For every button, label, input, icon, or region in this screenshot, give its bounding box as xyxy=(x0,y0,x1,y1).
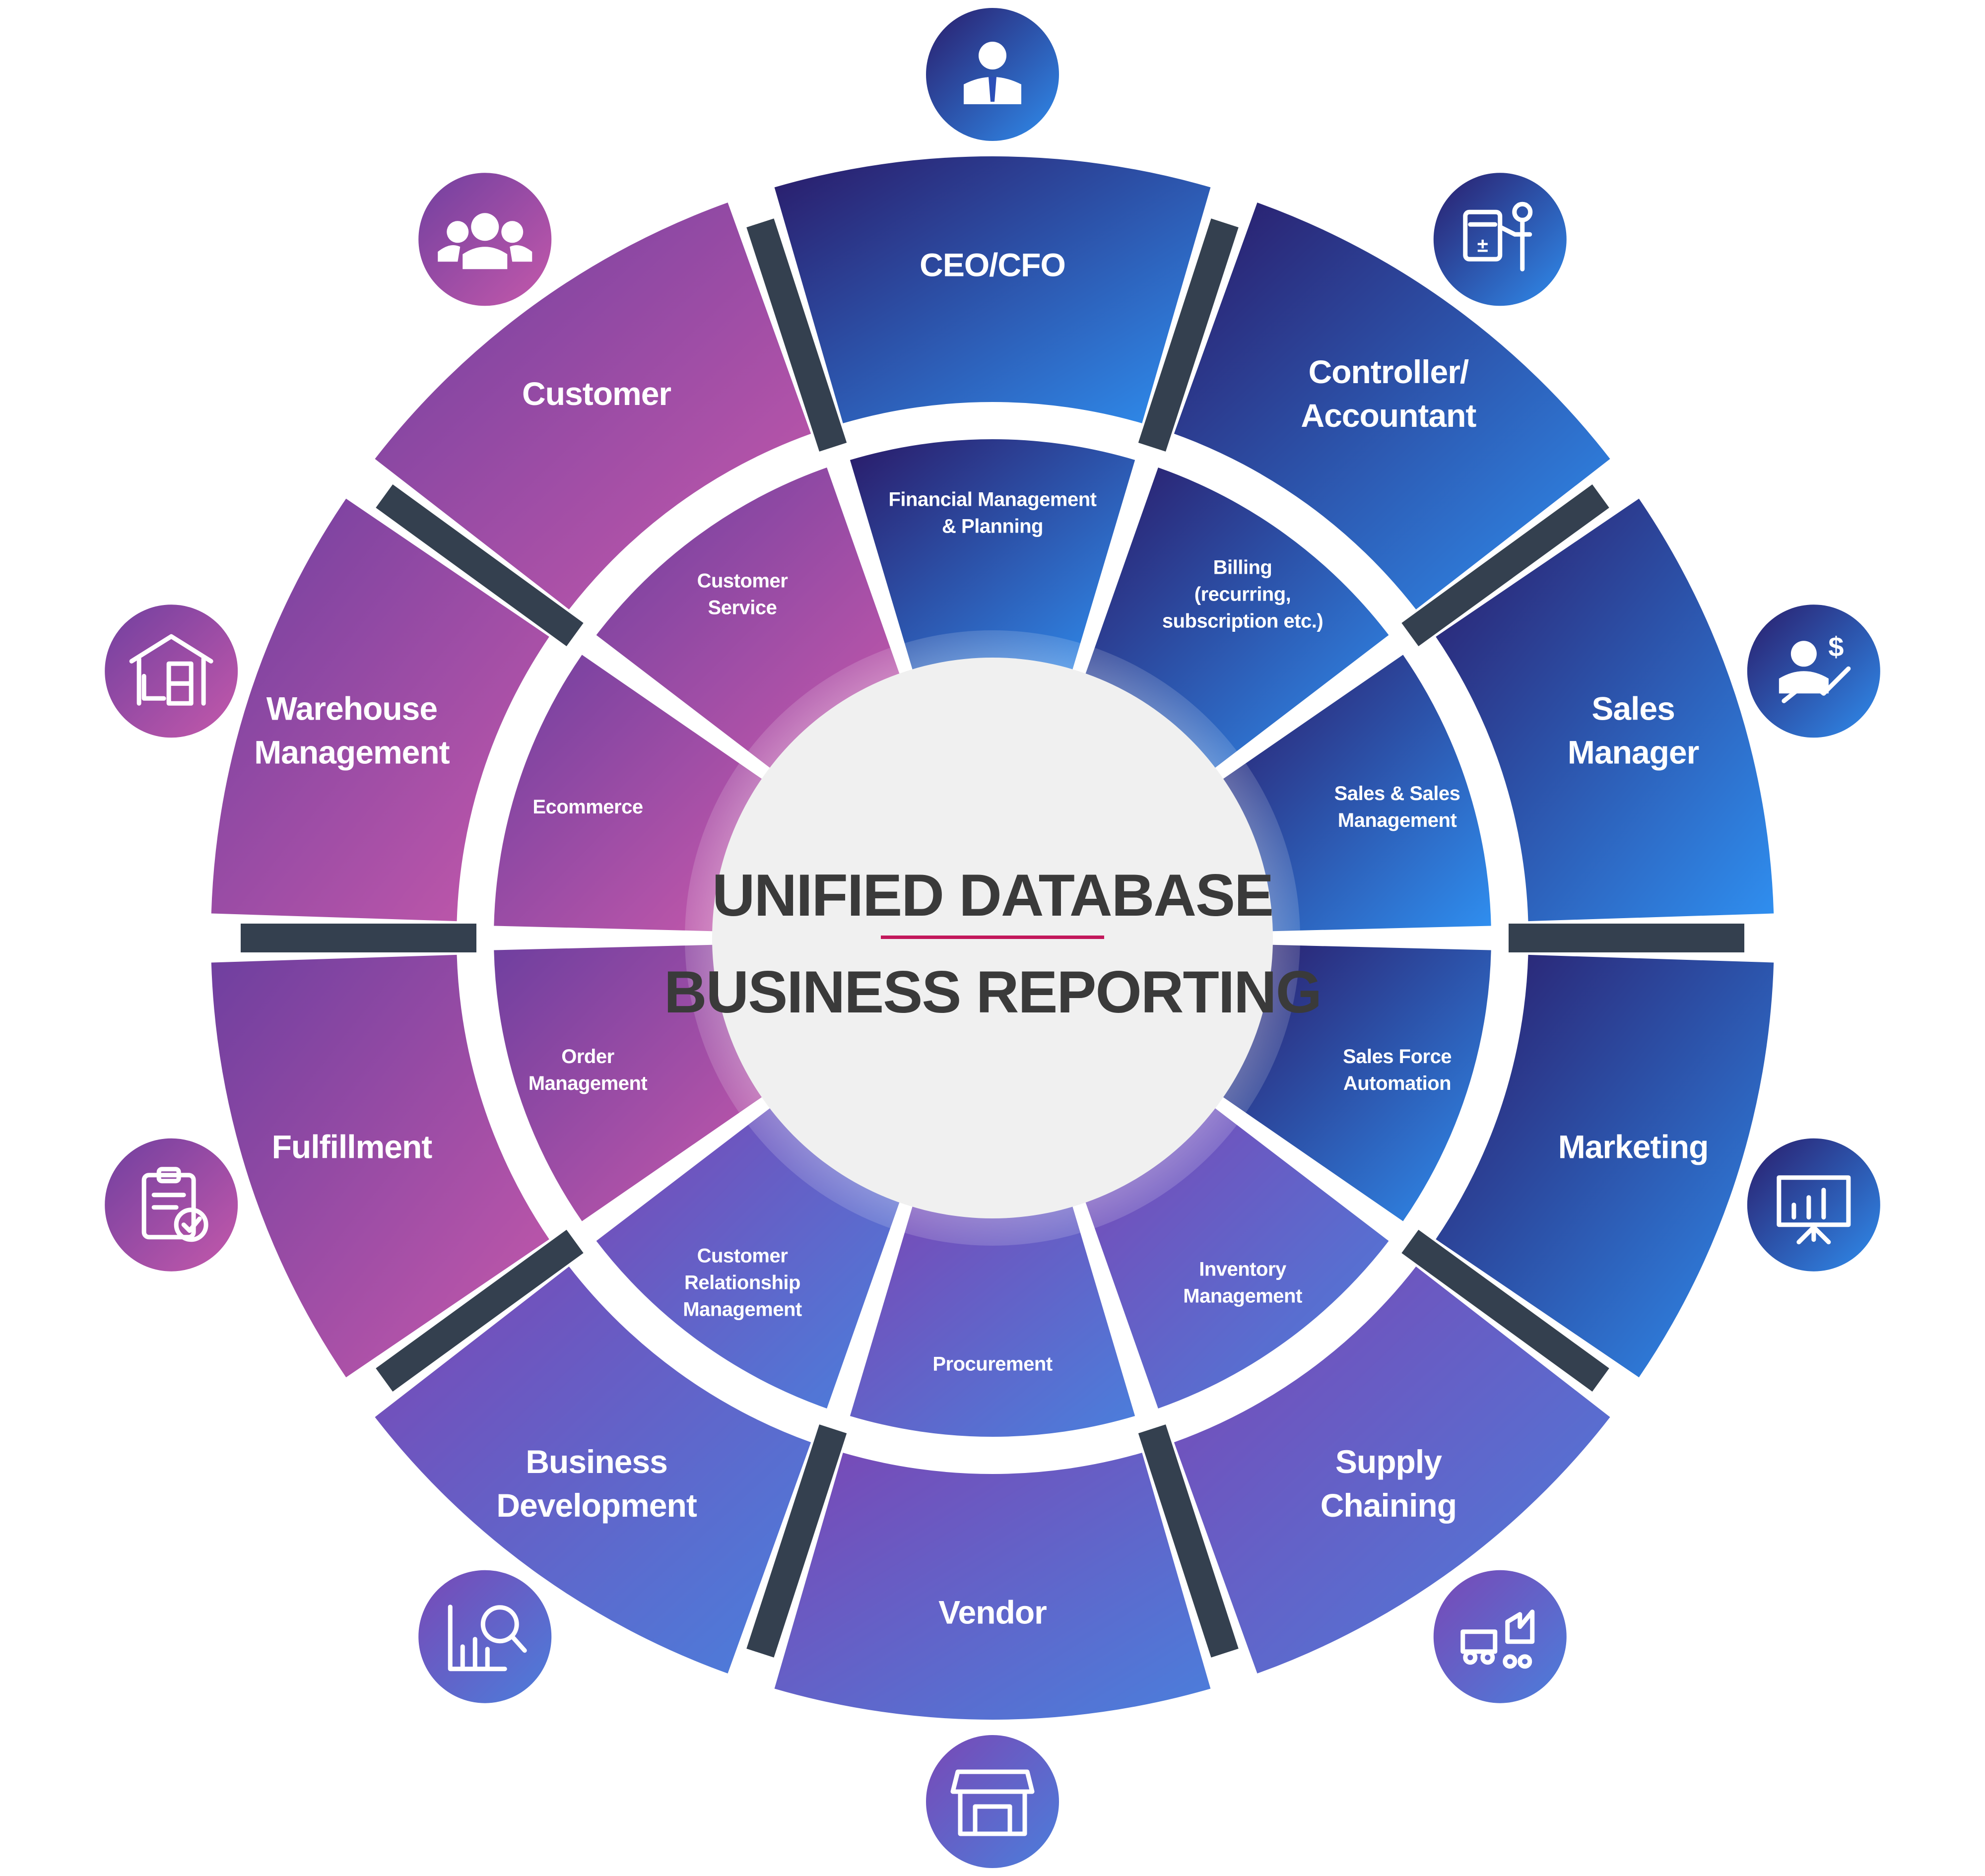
outer-segment-warehouse-management-label: Management xyxy=(254,734,450,771)
outer-segment-fulfillment-label: Fulfillment xyxy=(272,1128,433,1165)
outer-segment-sales-manager-shape xyxy=(1436,498,1774,922)
inner-segment-financial-management-planning-label: Financial Management xyxy=(889,489,1097,511)
outer-segment-business-development-label: Business xyxy=(526,1443,667,1480)
customers-group-icon xyxy=(412,167,558,312)
inner-segment-financial-management-planning: Financial Management & Planning xyxy=(850,439,1135,672)
outer-segment-marketing: Marketing xyxy=(1436,954,1774,1378)
inner-segment-customer-service-label: Customer xyxy=(697,570,788,592)
icon-badges: ±$ xyxy=(99,2,1886,1874)
icon-badge-circle xyxy=(99,599,244,744)
outer-segment-ceo-cfo-label: CEO/CFO xyxy=(920,247,1065,283)
outer-segment-vendor: Vendor xyxy=(774,1453,1211,1720)
outer-segment-vendor-shape xyxy=(774,1453,1211,1720)
center-divider xyxy=(881,936,1104,939)
outer-segment-customer: Customer xyxy=(375,202,811,610)
icon-badge-circle xyxy=(99,1132,244,1277)
inner-segment-sales-force-automation-label: Sales Force xyxy=(1343,1046,1452,1068)
warehouse-icon xyxy=(99,599,244,744)
svg-text:$: $ xyxy=(1828,631,1844,662)
outer-segment-ceo-cfo-shape xyxy=(774,156,1211,423)
outer-ring: CEO/CFO Controller/AccountantSalesManager… xyxy=(211,156,1774,1720)
separator-bar xyxy=(376,1229,584,1392)
icon-badge-circle xyxy=(920,2,1065,147)
inner-segment-sales-sales-management-label: Sales & Sales xyxy=(1334,783,1460,804)
inner-segment-sales-force-automation-label: Automation xyxy=(1343,1072,1451,1094)
outer-segment-customer-shape xyxy=(375,202,811,610)
center-title-line1: UNIFIED DATABASE xyxy=(712,862,1273,929)
outer-segment-fulfillment-shape xyxy=(211,954,549,1378)
inner-segment-inventory-management-label: Management xyxy=(1183,1285,1302,1307)
executive-icon xyxy=(920,2,1065,147)
outer-segment-fulfillment: Fulfillment xyxy=(211,954,549,1378)
inner-segment-financial-management-planning-shape xyxy=(850,439,1135,672)
outer-segment-marketing-shape xyxy=(1436,954,1774,1378)
outer-segment-supply-chaining-shape xyxy=(1174,1266,1610,1674)
outer-segment-marketing-label: Marketing xyxy=(1558,1128,1709,1165)
outer-segment-controller-accountant-label: Accountant xyxy=(1301,397,1476,434)
outer-segment-controller-accountant: Controller/Accountant xyxy=(1174,202,1610,610)
inner-segment-billing-recurring-subscription-etc-label: subscription etc.) xyxy=(1162,610,1323,632)
outer-segment-controller-accountant-shape xyxy=(1174,202,1610,610)
inner-segment-procurement-shape xyxy=(850,1204,1135,1437)
outer-segment-business-development-shape xyxy=(375,1266,811,1674)
inner-segment-procurement: Procurement xyxy=(850,1204,1135,1437)
inner-segment-billing-recurring-subscription-etc-label: Billing xyxy=(1213,556,1272,578)
outer-segment-ceo-cfo: CEO/CFO xyxy=(774,156,1211,423)
icon-badge-circle xyxy=(920,1729,1065,1874)
inner-segment-financial-management-planning-label: & Planning xyxy=(942,516,1043,537)
outer-segment-business-development-label: Development xyxy=(496,1487,697,1524)
separator-bar xyxy=(746,1424,847,1658)
presentation-chart-icon xyxy=(1741,1132,1886,1277)
inner-segment-customer-relationship-management-label: Management xyxy=(683,1299,802,1321)
outer-segment-customer-label: Customer xyxy=(522,375,671,412)
inner-segment-customer-service-label: Service xyxy=(708,597,777,618)
clipboard-check-icon xyxy=(99,1132,244,1277)
outer-segment-sales-manager-label: Manager xyxy=(1568,734,1699,771)
icon-badge-circle xyxy=(1741,1132,1886,1277)
outer-segment-controller-accountant-label: Controller/ xyxy=(1309,353,1469,390)
separator-bar xyxy=(746,218,847,452)
analytics-icon xyxy=(412,1564,558,1709)
outer-segment-supply-chaining-label: Supply xyxy=(1335,1443,1442,1480)
separator-bar xyxy=(1401,1229,1609,1392)
separator-bar xyxy=(1401,484,1609,647)
inner-segment-procurement-label: Procurement xyxy=(932,1353,1052,1375)
svg-text:±: ± xyxy=(1477,234,1488,256)
center-hub: UNIFIED DATABASE BUSINESS REPORTING xyxy=(664,630,1322,1246)
storefront-icon xyxy=(920,1729,1065,1874)
center-title-line2: BUSINESS REPORTING xyxy=(664,959,1321,1025)
inner-segment-customer-relationship-management-label: Customer xyxy=(697,1245,788,1267)
inner-segment-sales-sales-management-label: Management xyxy=(1338,809,1457,831)
separator-bar xyxy=(1138,1424,1239,1658)
inner-segment-order-management-label: Management xyxy=(529,1072,648,1094)
outer-segment-vendor-label: Vendor xyxy=(938,1594,1047,1631)
separator-bar xyxy=(376,484,584,647)
icon-badge-circle xyxy=(412,1564,558,1709)
inner-segment-customer-relationship-management-label: Relationship xyxy=(684,1272,800,1294)
icon-badge-circle xyxy=(1741,599,1886,744)
inner-segment-billing-recurring-subscription-etc-label: (recurring, xyxy=(1194,583,1291,605)
outer-segment-warehouse-management-label: Warehouse xyxy=(266,690,437,727)
sales-manager-icon: $ xyxy=(1741,599,1886,744)
inner-segment-inventory-management-label: Inventory xyxy=(1199,1259,1287,1280)
separator-bar xyxy=(1138,218,1239,452)
segment-separators xyxy=(241,218,1744,1658)
outer-segment-supply-chaining-label: Chaining xyxy=(1321,1487,1456,1524)
inner-segment-ecommerce-label: Ecommerce xyxy=(532,796,643,818)
icon-badge-circle xyxy=(1427,1564,1573,1709)
outer-segment-warehouse-management-shape xyxy=(211,498,549,922)
supply-chain-icon xyxy=(1427,1564,1573,1709)
accountant-icon: ± xyxy=(1427,167,1573,312)
outer-segment-sales-manager-label: Sales xyxy=(1591,690,1674,727)
inner-segment-order-management-label: Order xyxy=(561,1046,614,1068)
